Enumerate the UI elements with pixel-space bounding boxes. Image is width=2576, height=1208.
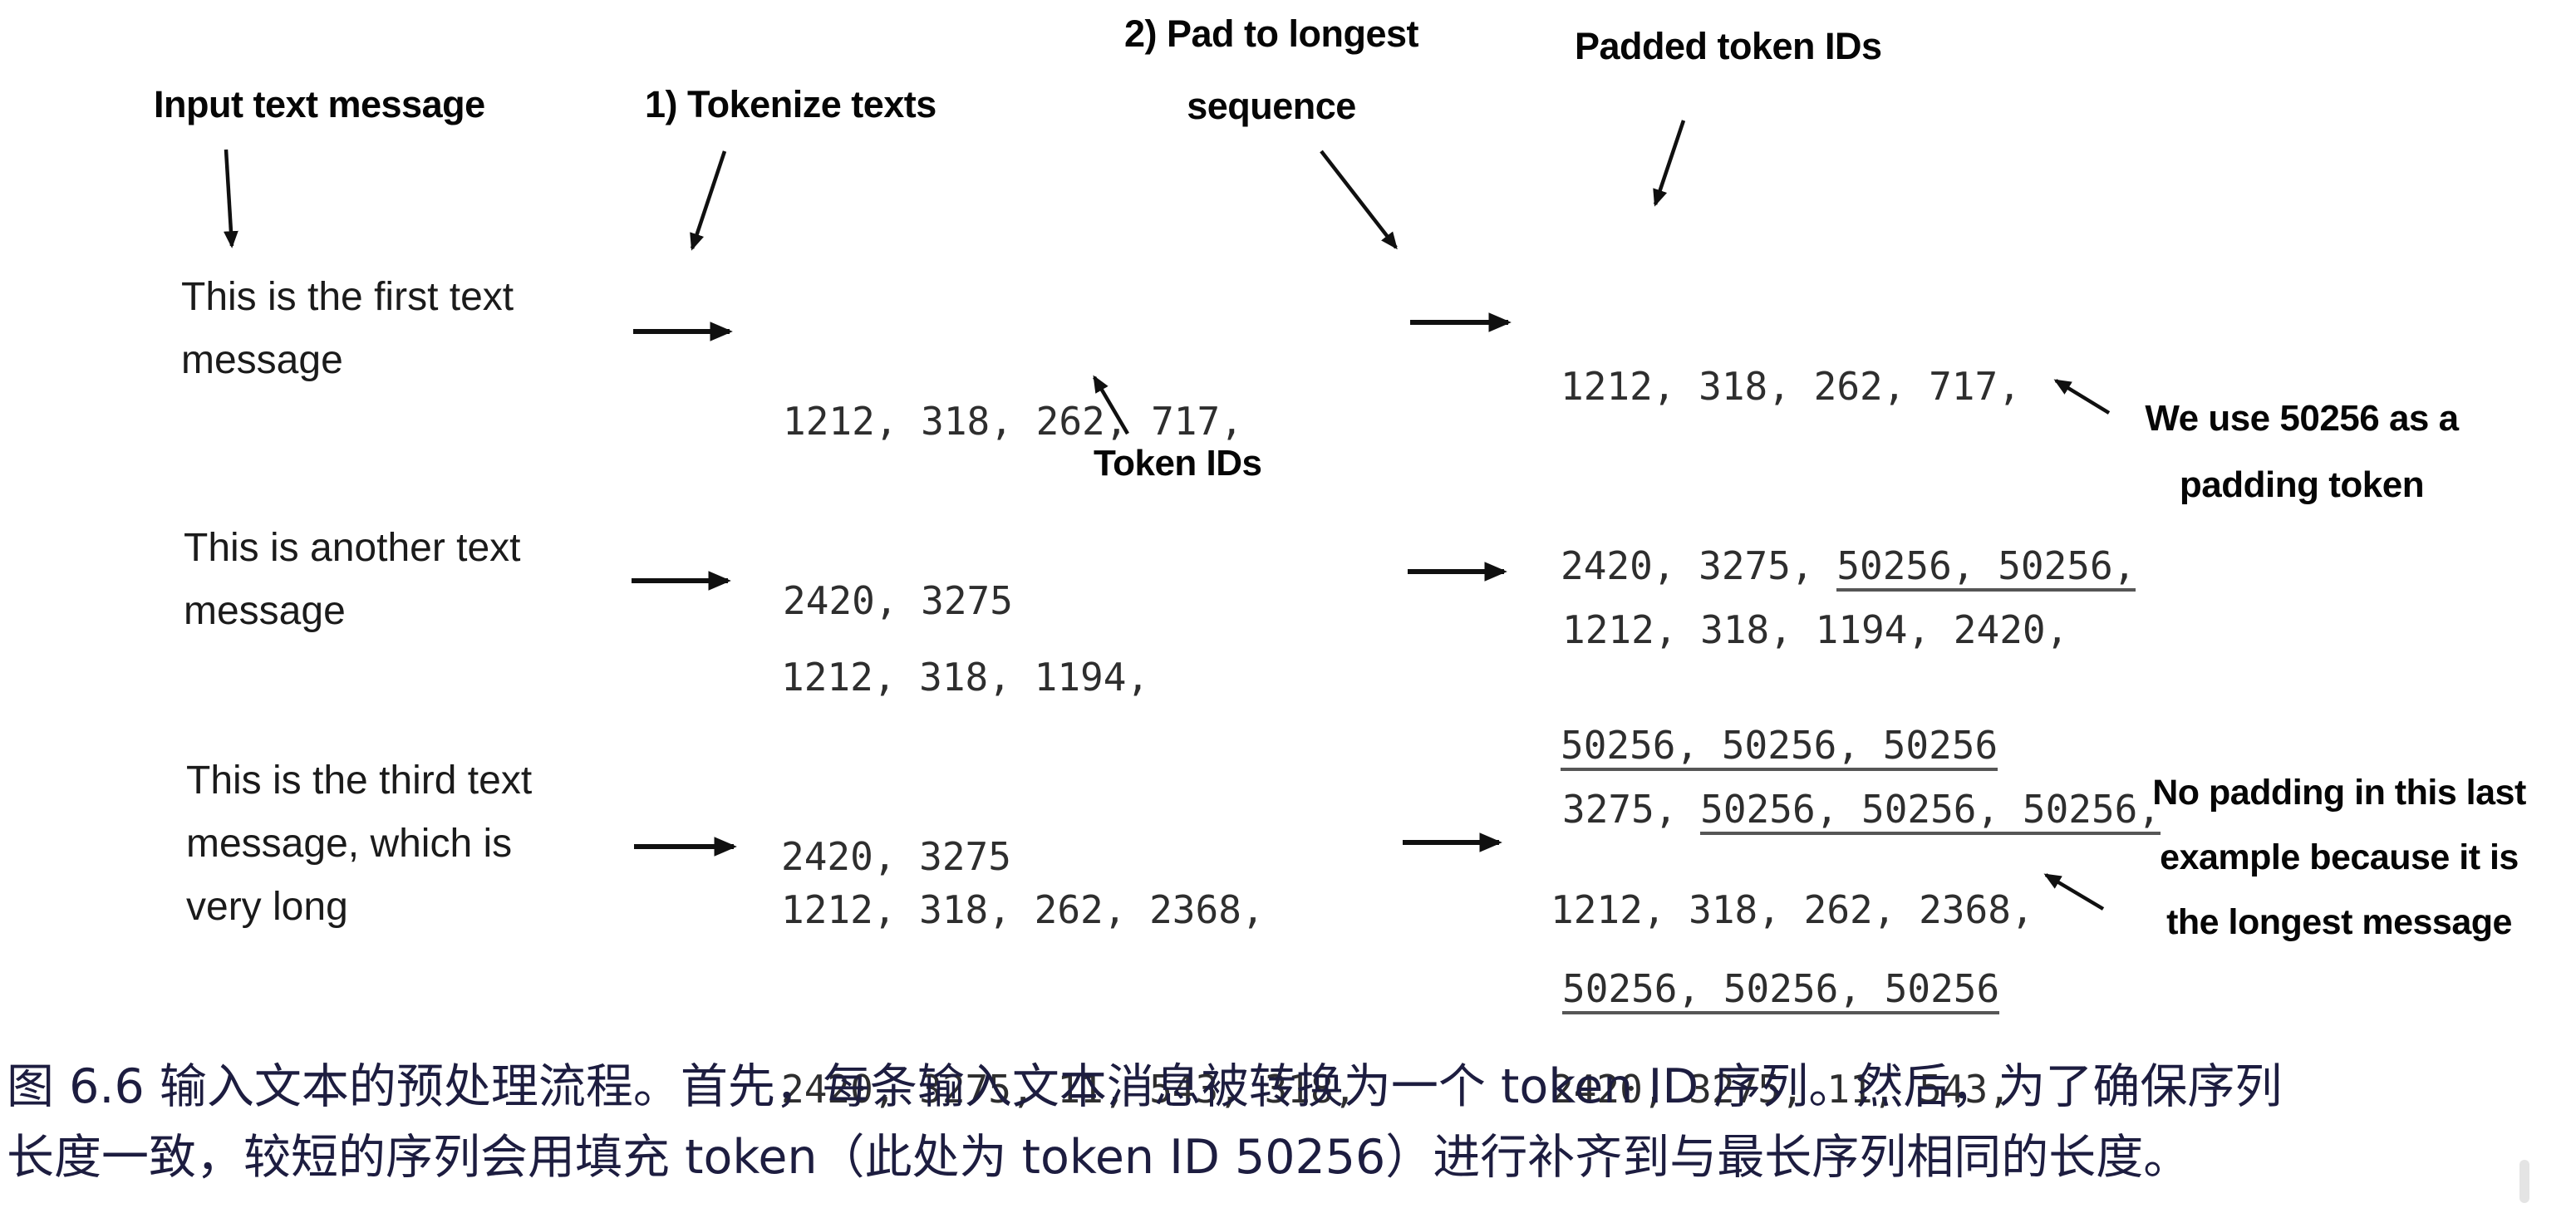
no-padding-note-line2: example because it is	[2160, 837, 2519, 877]
padding-token-run: 50256, 50256, 50256,	[1700, 787, 2161, 835]
padding-token-note: We use 50256 as a padding token	[2119, 385, 2485, 518]
row3-padded-token-ids: 1212, 318, 262, 2368, 2420, 3275, 11, 54…	[1551, 760, 2034, 1208]
token-line: 1212, 318, 262, 2368,	[781, 887, 1265, 932]
row3-input-text: This is the third text message, which is…	[186, 749, 532, 939]
padded-line: 2420, 3275, 50256, 50256,	[1561, 536, 2136, 596]
token-line: 1212, 318, 1194,	[781, 655, 1150, 700]
padding-token-run: 50256, 50256, 50256	[1562, 966, 2000, 1014]
row3-token-ids: 1212, 318, 262, 2368, 2420, 3275, 11, 54…	[781, 760, 1356, 1208]
no-padding-note-line1: No padding in this last	[2152, 773, 2526, 813]
row2-input-line2: message	[184, 589, 346, 633]
padded-line: 1212, 318, 1194, 2420,	[1562, 600, 2161, 660]
row1-input-line1: This is the first text	[181, 275, 514, 319]
figure-caption-line1: 图 6.6 输入文本的预处理流程。首先，每条输入文本消息被转换为一个 token…	[7, 1059, 2283, 1114]
token-line: 2420, 3275	[783, 578, 1013, 623]
pad-step-label-line2: sequence	[1187, 85, 1356, 127]
pad-step-label-line1: 2) Pad to longest	[1123, 12, 1419, 55]
padding-note-line1: We use 50256 as a	[2145, 398, 2459, 439]
arrow-padding-note	[2053, 379, 2111, 415]
row1-padded-token-ids: 1212, 318, 262, 717, 2420, 3275, 50256, …	[1561, 237, 2136, 895]
arrow-tokenize-label-to-row1	[690, 150, 727, 251]
token-line: 2420, 3275, 11, 543, 318,	[781, 1067, 1357, 1112]
row2-input-text: This is another text message	[184, 517, 521, 643]
figure-caption-line2: 长度一致，较短的序列会用填充 token（此处为 token ID 50256）…	[7, 1130, 2191, 1185]
padded-line: 50256, 50256, 50256	[1561, 715, 2136, 775]
row1-token-ids: 1212, 318, 262, 717, 2420, 3275	[783, 272, 1243, 750]
row2-token-ids: 1212, 318, 1194, 2420, 3275	[781, 528, 1149, 1006]
no-padding-note-line3: the longest message	[2166, 902, 2512, 942]
input-column-label: Input text message	[154, 83, 485, 125]
padded-line: 3275, 50256, 50256, 50256,	[1562, 779, 2161, 839]
row3-input-line2: message, which is	[186, 822, 513, 866]
token-run: 1212, 318, 262, 717,	[1561, 364, 2021, 409]
token-run: 2420, 3275,	[1561, 543, 1837, 588]
token-line: 1212, 318, 262, 717,	[783, 399, 1243, 444]
padding-token-run: 50256, 50256,	[1836, 543, 2136, 592]
scrollbar-artifact	[2519, 1160, 2529, 1203]
padded-line: 2420, 3275, 11, 543,	[1551, 1067, 2011, 1112]
arrow-padded-label-to-row1	[1653, 120, 1686, 207]
token-ids-label: Token IDs	[1094, 443, 1262, 484]
padded-line: 1212, 318, 262, 2368,	[1551, 887, 2034, 932]
row1-input-text: This is the first text message	[181, 266, 514, 392]
row2-padded-token-ids: 1212, 318, 1194, 2420, 3275, 50256, 5025…	[1562, 480, 2161, 1138]
padding-token-run: 50256, 50256, 50256	[1561, 723, 1998, 771]
padding-note-line2: padding token	[2179, 464, 2425, 505]
arrow-token-ids-label	[1093, 375, 1129, 435]
arrow-input-label-to-row1	[224, 149, 238, 248]
token-line: 2420, 3275	[781, 834, 1011, 879]
row3-input-line1: This is the third text	[186, 759, 533, 803]
tokenize-step-label: 1) Tokenize texts	[645, 83, 937, 125]
arrow-pad-label-to-row1	[1320, 150, 1398, 250]
row2-input-line1: This is another text	[184, 526, 521, 570]
figure-caption: 图 6.6 输入文本的预处理流程。首先，每条输入文本消息被转换为一个 token…	[7, 1052, 2569, 1193]
padded-column-label: Padded token IDs	[1575, 25, 1882, 67]
row1-input-line2: message	[181, 338, 343, 382]
token-run: 3275,	[1562, 787, 1701, 832]
no-padding-note: No padding in this last example because …	[2115, 760, 2564, 955]
padded-line: 1212, 318, 262, 717,	[1561, 356, 2136, 416]
token-run: 1212, 318, 1194, 2420,	[1562, 607, 2069, 652]
padded-line: 50256, 50256, 50256	[1562, 959, 2161, 1019]
row3-input-line3: very long	[186, 885, 348, 929]
arrow-no-padding-note	[2043, 873, 2105, 911]
